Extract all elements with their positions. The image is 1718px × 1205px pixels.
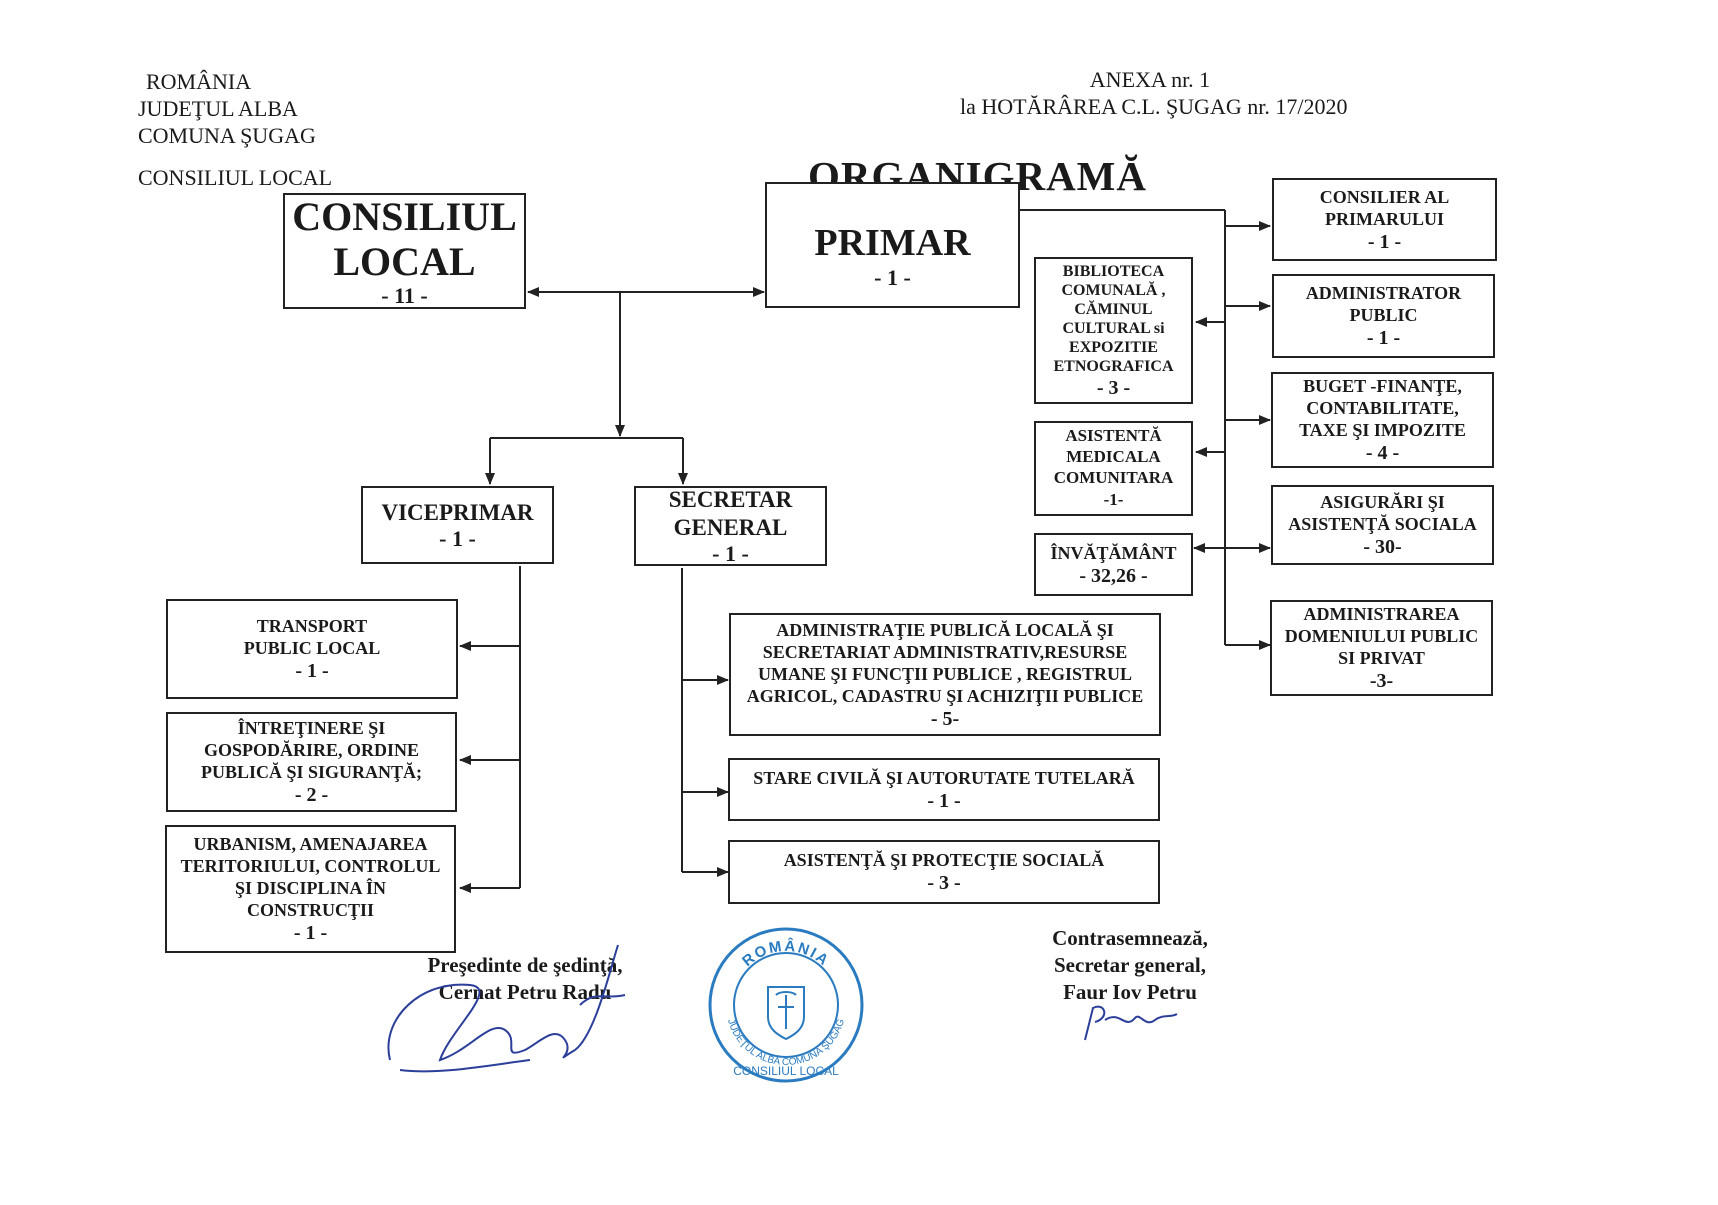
box-primar-count: - 1 - — [874, 264, 911, 290]
box-buget: BUGET -FINANŢE, CONTABILITATE, TAXE ŞI I… — [1271, 372, 1494, 468]
box-domeniu: ADMINISTRAREA DOMENIULUI PUBLIC SI PRIVA… — [1270, 600, 1493, 696]
issuer-country: ROMÂNIA — [146, 69, 252, 94]
box-biblioteca-label: BIBLIOTECA COMUNALĂ , CĂMINUL CULTURAL s… — [1053, 262, 1174, 375]
box-consilier-primar: CONSILIER AL PRIMARULUI - 1 - — [1272, 178, 1497, 261]
box-secretar-general-label: SECRETAR GENERAL — [668, 487, 793, 540]
box-transport: TRANSPORT PUBLIC LOCAL - 1 - — [166, 599, 458, 699]
box-transport-count: - 1 - — [295, 660, 329, 682]
issuer-county: JUDEŢUL ALBA — [138, 96, 298, 121]
box-asistenta-medicala-count: -1- — [1103, 490, 1124, 509]
coat-of-arms-icon — [767, 986, 805, 1041]
president-role: Preşedinte de şedinţă, — [427, 953, 623, 977]
annex-header: ANEXA nr. 1 la HOTĂRÂREA C.L. ŞUGAG nr. … — [960, 66, 1348, 120]
box-domeniu-count: -3- — [1369, 670, 1394, 692]
issuer-header: ROMÂNIA JUDEŢUL ALBA COMUNA ŞUGAG CONSIL… — [138, 68, 332, 191]
box-asigurari-count: - 30- — [1363, 536, 1402, 558]
box-viceprimar-count: - 1 - — [439, 526, 476, 551]
box-primar: PRIMAR - 1 - — [765, 182, 1020, 308]
annex-decision: la HOTĂRÂREA C.L. ŞUGAG nr. 17/2020 — [960, 94, 1348, 119]
box-intretinere-count: - 2 - — [294, 784, 329, 806]
box-administrator-public: ADMINISTRATOR PUBLIC - 1 - — [1272, 274, 1495, 358]
box-stare-civila: STARE CIVILĂ ŞI AUTORUTATE TUTELARĂ - 1 … — [728, 758, 1160, 821]
box-administrator-public-count: - 1 - — [1366, 327, 1401, 349]
box-administratie-count: - 5- — [930, 707, 960, 730]
box-asigurari: ASIGURĂRI ŞI ASISTENŢĂ SOCIALA - 30- — [1271, 485, 1494, 565]
annex-number: ANEXA nr. 1 — [1089, 67, 1211, 92]
box-consiliul-local-count: - 11 - — [381, 283, 428, 308]
council-seal: ROMÂNIA JUDEŢUL ALBA COMUNA ŞUGAG CONSIL… — [708, 927, 864, 1083]
president-signature-scribble — [387, 944, 626, 1073]
issuer-council: CONSILIUL LOCAL — [138, 165, 333, 190]
box-stare-civila-count: - 1 - — [927, 789, 961, 812]
box-biblioteca-count: - 3 - — [1096, 376, 1131, 399]
secretary-signature-scribble — [1084, 1005, 1178, 1041]
box-intretinere-label: ÎNTREŢINERE ŞI GOSPODĂRIRE, ORDINE PUBLI… — [200, 718, 423, 782]
box-intretinere: ÎNTREŢINERE ŞI GOSPODĂRIRE, ORDINE PUBLI… — [166, 712, 457, 812]
box-asistenta-medicala: ASISTENTĂ MEDICALA COMUNITARA -1- — [1034, 421, 1193, 516]
box-biblioteca: BIBLIOTECA COMUNALĂ , CĂMINUL CULTURAL s… — [1034, 257, 1193, 404]
box-urbanism: URBANISM, AMENAJAREA TERITORIULUI, CONTR… — [165, 825, 456, 953]
box-buget-count: - 4 - — [1365, 442, 1400, 464]
box-viceprimar: VICEPRIMAR - 1 - — [361, 486, 554, 564]
box-consiliul-local-label: CONSILIUL LOCAL — [292, 194, 517, 284]
box-secretar-general-count: - 1 - — [712, 541, 749, 566]
box-primar-label: PRIMAR — [814, 221, 971, 264]
box-invatamant-count: - 32,26 - — [1079, 564, 1148, 587]
box-stare-civila-label: STARE CIVILĂ ŞI AUTORUTATE TUTELARĂ — [753, 767, 1135, 788]
box-consiliul-local: CONSILIUL LOCAL - 11 - — [283, 193, 526, 309]
secretary-signature-block: Contrasemnează, Secretar general, Faur I… — [1020, 925, 1240, 1006]
box-administratie: ADMINISTRAŢIE PUBLICĂ LOCALĂ ŞI SECRETAR… — [729, 613, 1161, 736]
box-urbanism-label: URBANISM, AMENAJAREA TERITORIULUI, CONTR… — [180, 834, 441, 920]
seal-top-text: ROMÂNIA — [739, 937, 831, 970]
svg-text:ROMÂNIA: ROMÂNIA — [739, 937, 833, 970]
box-asistenta-medicala-label: ASISTENTĂ MEDICALA COMUNITARA — [1053, 426, 1174, 487]
box-secretar-general: SECRETAR GENERAL - 1 - — [634, 486, 827, 566]
box-consilier-primar-count: - 1 - — [1367, 230, 1402, 253]
box-invatamant: ÎNVĂŢĂMÂNT - 32,26 - — [1034, 533, 1193, 596]
box-invatamant-label: ÎNVĂŢĂMÂNT — [1050, 542, 1177, 563]
box-consilier-primar-label: CONSILIER AL PRIMARULUI — [1319, 186, 1450, 229]
box-administratie-label: ADMINISTRAŢIE PUBLICĂ LOCALĂ ŞI SECRETAR… — [746, 619, 1144, 706]
secretary-role: Secretar general, — [1054, 953, 1206, 977]
box-asigurari-label: ASIGURĂRI ŞI ASISTENŢĂ SOCIALA — [1288, 492, 1477, 534]
seal-bottom-text: CONSILIUL LOCAL — [733, 1064, 839, 1078]
box-buget-label: BUGET -FINANŢE, CONTABILITATE, TAXE ŞI I… — [1299, 376, 1466, 440]
box-asistenta-sociala-label: ASISTENŢĂ ŞI PROTECŢIE SOCIALĂ — [783, 850, 1105, 870]
box-urbanism-count: - 1 - — [293, 922, 328, 944]
box-administrator-public-label: ADMINISTRATOR PUBLIC — [1305, 283, 1462, 325]
box-domeniu-label: ADMINISTRAREA DOMENIULUI PUBLIC SI PRIVA… — [1284, 604, 1479, 668]
secretary-countersign: Contrasemnează, — [1052, 926, 1208, 950]
box-transport-label: TRANSPORT PUBLIC LOCAL — [243, 616, 381, 658]
issuer-commune: COMUNA ŞUGAG — [138, 123, 316, 148]
box-asistenta-sociala: ASISTENŢĂ ŞI PROTECŢIE SOCIALĂ - 3 - — [728, 840, 1160, 904]
secretary-name: Faur Iov Petru — [1063, 980, 1197, 1004]
box-asistenta-sociala-count: - 3 - — [927, 872, 961, 894]
box-viceprimar-label: VICEPRIMAR — [381, 500, 534, 525]
